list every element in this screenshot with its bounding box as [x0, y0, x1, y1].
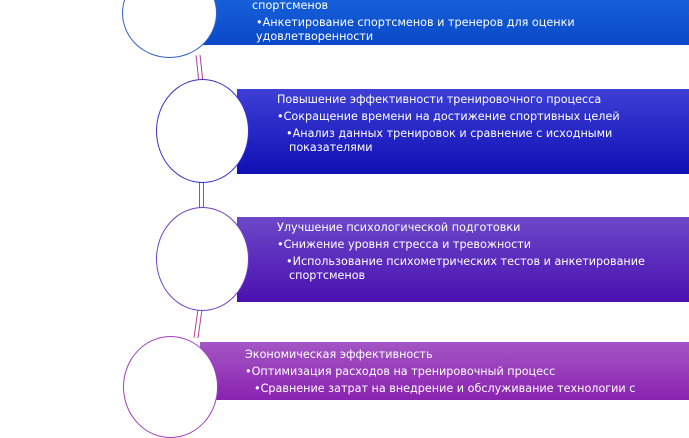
band-1 — [200, 0, 689, 45]
item-subbullet-cont: спортсменов — [289, 269, 366, 282]
item-4-text: Экономическая эффективность •Оптимизация… — [245, 348, 635, 399]
item-title: Экономическая эффективность — [245, 348, 433, 361]
band-2 — [237, 89, 689, 174]
item-subbullet-cont: показателями — [289, 141, 373, 154]
item-bullet: •Снижение уровня стресса и тревожности — [277, 238, 532, 251]
item-bullet: •Оптимизация расходов на тренировочный п… — [245, 365, 556, 378]
circle-4 — [123, 336, 218, 438]
item-title: Улучшение психологической подготовки — [277, 221, 521, 234]
item-title: спортсменов — [252, 0, 329, 12]
item-bullet-cont: удовлетворенности — [256, 30, 374, 43]
connector-2 — [199, 181, 204, 211]
circle-1 — [122, 0, 217, 58]
item-bullet: •Сокращение времени на достижение спорти… — [277, 110, 620, 123]
band-3 — [237, 217, 689, 302]
band-4 — [200, 342, 689, 400]
circle-3 — [156, 207, 249, 311]
item-1-text: спортсменов •Анкетирование спортсменов и… — [252, 0, 575, 47]
item-3-text: Улучшение психологической подготовки •Сн… — [277, 221, 645, 286]
circle-2 — [156, 79, 249, 183]
item-2-text: Повышение эффективности тренировочного п… — [277, 93, 620, 158]
item-title: Повышение эффективности тренировочного п… — [277, 93, 602, 106]
item-subbullet: •Сравнение затрат на внедрение и обслужи… — [254, 382, 636, 395]
item-bullet: •Анкетирование спортсменов и тренеров дл… — [256, 16, 575, 29]
item-subbullet: •Использование психометрических тестов и… — [286, 255, 645, 268]
item-subbullet: •Анализ данных тренировок и сравнение с … — [286, 127, 613, 140]
